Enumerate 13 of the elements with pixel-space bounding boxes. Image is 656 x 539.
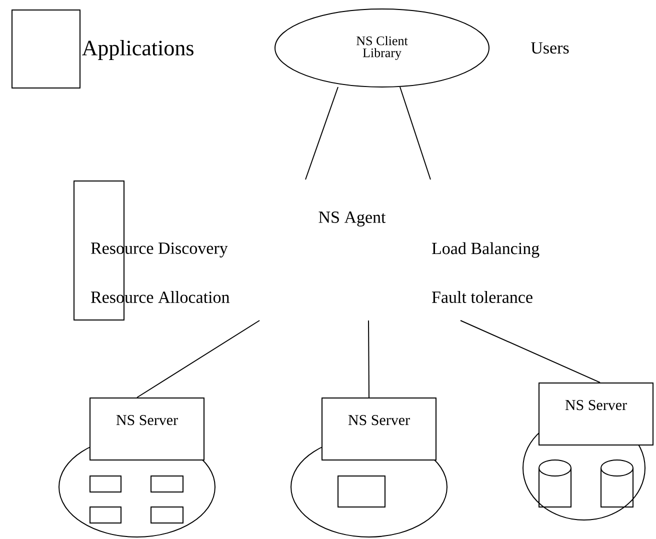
text-label: Fault tolerance xyxy=(432,291,532,303)
connector-line xyxy=(400,86,431,180)
connector-line xyxy=(305,86,338,180)
server-box: NS Server xyxy=(538,382,654,446)
connector-line xyxy=(460,320,600,383)
connector-line xyxy=(368,320,370,398)
text-label: Users xyxy=(531,42,569,54)
connector-line xyxy=(136,320,260,398)
text-label: Load Balancing xyxy=(432,242,540,258)
server-box: NS Server xyxy=(322,398,436,460)
text-label: Applications xyxy=(82,40,194,60)
server-box: NS Server xyxy=(90,398,204,460)
text-label: NS Agent xyxy=(318,212,386,226)
